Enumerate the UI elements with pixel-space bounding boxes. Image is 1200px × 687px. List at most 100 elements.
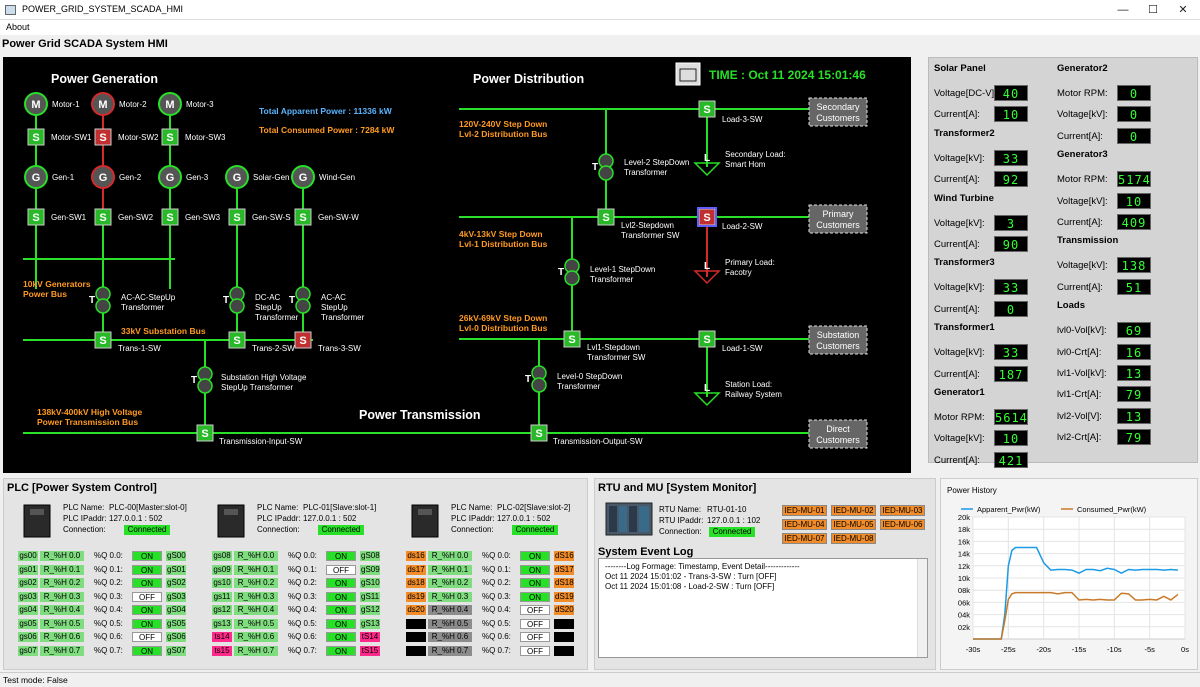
plc-output-state[interactable]: ON [520, 578, 550, 588]
ied-mu-badge[interactable]: IED-MU-08 [831, 533, 876, 544]
svg-text:Primary: Primary [823, 209, 854, 219]
chart-x-tick: -20s [1036, 645, 1051, 654]
plc-output-state[interactable]: ON [132, 605, 162, 615]
plc-holding-register: R_%H 0.5 [40, 618, 84, 629]
plc-output-state[interactable]: OFF [520, 618, 550, 629]
log-scrollbar[interactable] [917, 559, 927, 657]
plc-output-state[interactable]: OFF [132, 591, 162, 602]
generator-3-label: Gen-3 [186, 173, 209, 182]
plc-output-state[interactable]: ON [520, 564, 550, 575]
plc-connection-label: Connection: [451, 525, 494, 534]
plc-coil-tag: gs04 [18, 605, 38, 615]
hv-bus-label: Power Transmission Bus [37, 417, 138, 427]
minimize-button[interactable]: — [1117, 4, 1129, 16]
plc-display-tag: gS11 [360, 591, 380, 602]
plc-output-state[interactable]: ON [132, 645, 162, 656]
maximize-button[interactable]: ☐ [1148, 4, 1158, 16]
plc-display-tag [554, 645, 574, 656]
left-reading-value: 5614 [994, 409, 1028, 425]
rtu-ip: 127.0.0.1 : 102 [707, 516, 761, 525]
plc-output-label: %Q 0.1: [94, 564, 123, 574]
ied-mu-badge[interactable]: IED-MU-01 [782, 505, 827, 516]
ied-mu-badge[interactable]: IED-MU-07 [782, 533, 827, 544]
event-log[interactable]: --------Log Formage: Timestamp, Event De… [598, 558, 928, 658]
plc-holding-register: R_%H 0.6 [234, 632, 278, 642]
plc-output-state[interactable]: ON [132, 618, 162, 629]
plc-output-state[interactable]: ON [520, 551, 550, 561]
ied-mu-badge[interactable]: IED-MU-06 [880, 519, 925, 530]
plc-output-state[interactable]: ON [326, 551, 356, 561]
plc-output-state[interactable]: OFF [326, 564, 356, 575]
plc-device-icon [217, 504, 245, 538]
ied-mu-badge[interactable]: IED-MU-02 [831, 505, 876, 516]
lvl1-bus-label: 4kV-13kV Step Down [459, 229, 543, 239]
plc-output-state[interactable]: ON [132, 564, 162, 575]
right-reading-label: Current[A]: [1057, 130, 1103, 142]
calendar-icon[interactable] [675, 62, 701, 86]
right-reading-label: lvl2-Vol[V]: [1057, 410, 1102, 422]
plc-output-state[interactable]: ON [132, 551, 162, 561]
log-line: Oct 11 2024 15:01:02 - Trans-3-SW : Turn… [605, 572, 777, 581]
ied-mu-badge[interactable]: IED-MU-03 [880, 505, 925, 516]
plc-output-state[interactable]: ON [326, 632, 356, 642]
plc-output-state[interactable]: OFF [520, 605, 550, 615]
plc-output-state[interactable]: ON [326, 618, 356, 629]
left-reading-value: 90 [994, 236, 1028, 252]
svg-text:Transformer: Transformer [121, 303, 165, 312]
ied-mu-badge[interactable]: IED-MU-04 [782, 519, 827, 530]
plc-output-state[interactable]: ON [132, 578, 162, 588]
lvl1-stepdown-switch-symbol: S [568, 334, 575, 346]
plc-output-state[interactable]: ON [326, 591, 356, 602]
plc-display-tag: gS07 [166, 645, 186, 656]
plc-output-state[interactable]: OFF [520, 632, 550, 642]
close-button[interactable]: ✕ [1178, 4, 1188, 16]
ied-mu-badge[interactable]: IED-MU-05 [831, 519, 876, 530]
plc-output-state[interactable]: ON [520, 591, 550, 602]
svg-text:Railway System: Railway System [725, 390, 782, 399]
plc-output-state[interactable]: ON [326, 578, 356, 588]
plc-holding-register: R_%H 0.0 [40, 551, 84, 561]
motor-2-label: Motor-2 [119, 100, 147, 109]
plc-output-state[interactable]: OFF [132, 632, 162, 642]
plc-output-state[interactable]: ON [326, 645, 356, 656]
plc-output-state[interactable]: ON [326, 605, 356, 615]
plc-output-state[interactable]: OFF [520, 645, 550, 656]
menu-about[interactable]: About [6, 22, 30, 32]
right-reading-label: lvl2-Crt[A]: [1057, 432, 1102, 444]
svg-text:G: G [32, 172, 41, 184]
svg-text:Level-0 StepDown: Level-0 StepDown [557, 372, 622, 381]
svg-text:Transformer: Transformer [321, 313, 365, 322]
plc-output-label: %Q 0.2: [482, 578, 511, 587]
right-header: Transmission [1057, 235, 1119, 247]
